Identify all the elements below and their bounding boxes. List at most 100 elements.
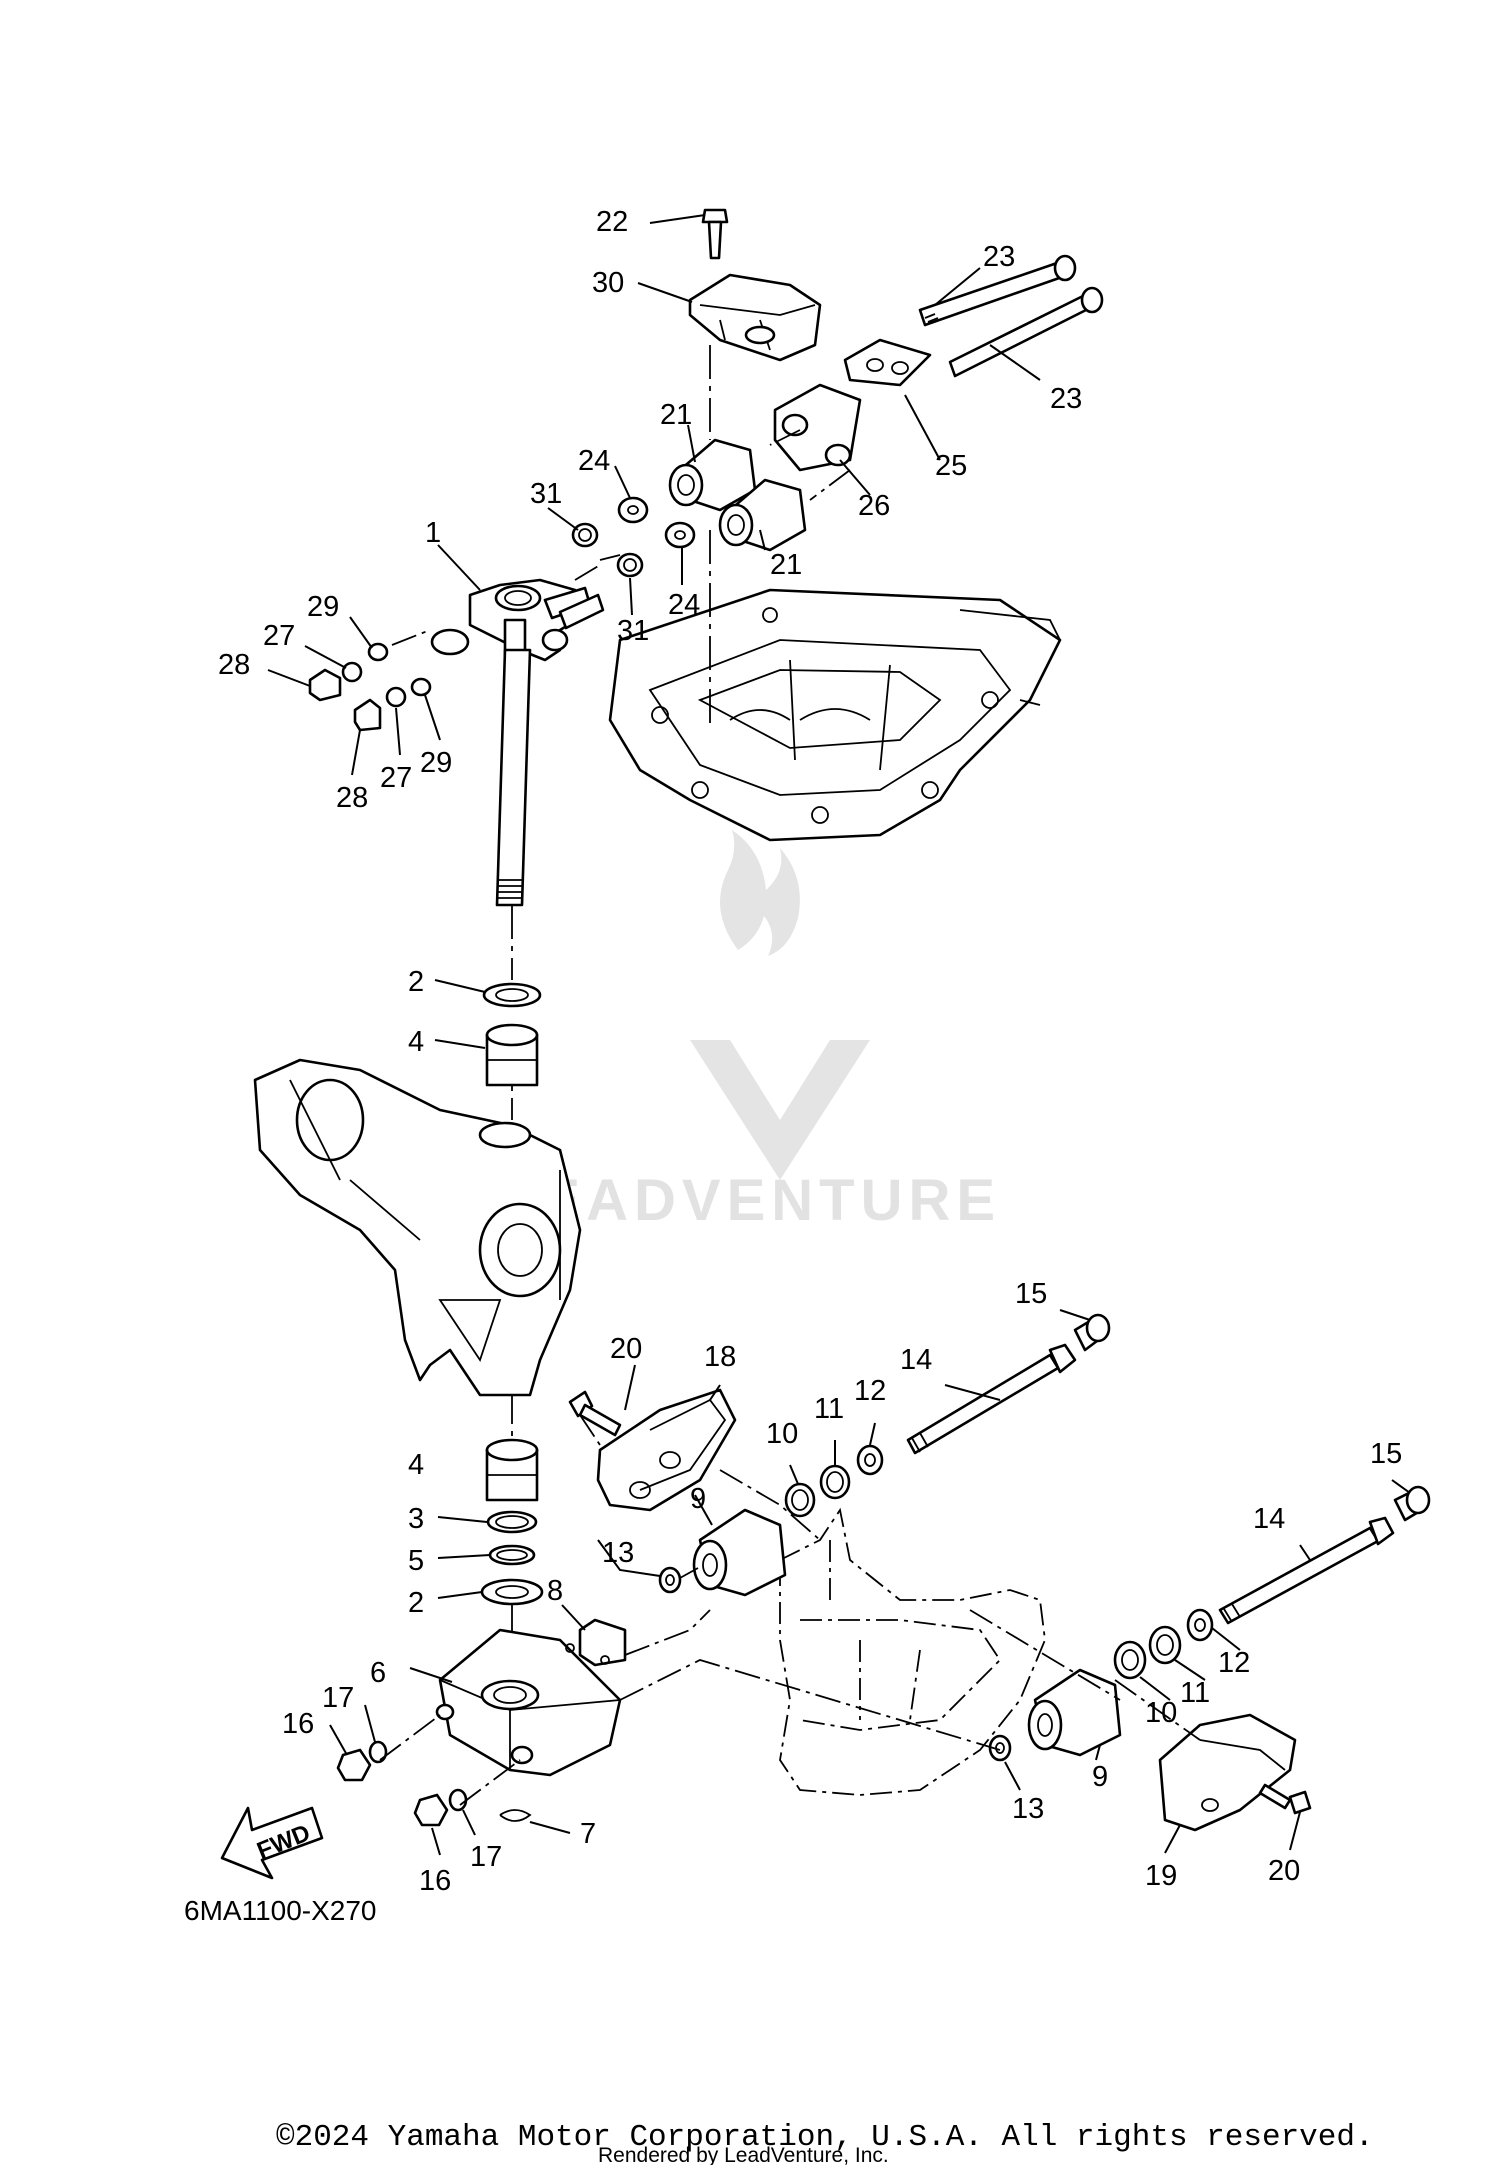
washer-24-upper — [617, 496, 649, 524]
axis-line — [719, 1469, 821, 1541]
callout-23: 23 — [983, 241, 1015, 273]
callout-30: 30 — [592, 267, 624, 299]
callout-29: 29 — [307, 591, 339, 623]
rings-10-11-12-upper — [784, 1444, 884, 1518]
nut-16-lower — [413, 1793, 449, 1827]
mount-bracket-19 — [1158, 1713, 1297, 1832]
callout-13: 13 — [602, 1537, 634, 1569]
callout-28: 28 — [218, 649, 250, 681]
callout-3: 3 — [408, 1503, 424, 1535]
axis-line — [1114, 1679, 1201, 1741]
bushing-4-lower — [485, 1438, 539, 1502]
mount-bracket-18 — [596, 1388, 737, 1512]
cap-15-lower — [1393, 1485, 1431, 1522]
callout-1: 1 — [425, 517, 441, 549]
axis-line — [679, 1567, 699, 1579]
cap-15-upper — [1073, 1313, 1111, 1352]
axis-line — [619, 1659, 1001, 1751]
bolt-23-lower — [948, 286, 1104, 378]
callout-27: 27 — [263, 620, 295, 652]
washer-2-lower — [480, 1578, 544, 1606]
callout-6: 6 — [370, 1657, 386, 1689]
mount-rubber-9-lower — [1027, 1668, 1122, 1757]
callout-20: 20 — [610, 1333, 642, 1365]
callout-19: 19 — [1145, 1860, 1177, 1892]
spacer-8 — [565, 1618, 627, 1667]
bolt-14-upper — [906, 1343, 1077, 1455]
steering-shaft — [495, 648, 532, 907]
axis-line — [969, 1609, 1121, 1701]
washer-17-lower — [448, 1788, 468, 1812]
callout-9: 9 — [690, 1483, 706, 1515]
callout-21: 21 — [770, 549, 802, 581]
washer-2-upper — [482, 982, 542, 1008]
callout-17: 17 — [470, 1841, 502, 1873]
clip-7 — [499, 1809, 532, 1822]
lower-mount-bracket-6 — [435, 1628, 622, 1777]
grease-nipple-parts — [308, 642, 432, 732]
callout-29: 29 — [420, 747, 452, 779]
callout-11: 11 — [814, 1393, 844, 1425]
bolt-20-right — [1258, 1783, 1312, 1815]
bolt-23-upper — [918, 254, 1077, 327]
callout-2: 2 — [408, 966, 424, 998]
callout-4: 4 — [408, 1026, 424, 1058]
callout-2: 2 — [408, 1587, 424, 1619]
callout-22: 22 — [596, 206, 628, 238]
callout-15: 15 — [1370, 1438, 1402, 1470]
ring-5 — [488, 1544, 536, 1566]
callout-16: 16 — [282, 1708, 314, 1740]
callout-28: 28 — [336, 782, 368, 814]
leadventure-watermark: LEADVENTURE — [500, 830, 1001, 1233]
rings-10-11-12-lower — [1113, 1608, 1214, 1680]
plate-25 — [843, 338, 932, 387]
upper-casing — [608, 588, 1062, 842]
washer-24-lower — [664, 521, 696, 549]
callout-10: 10 — [1145, 1697, 1177, 1729]
collar-31-lower — [616, 552, 644, 578]
callouts: 22 30 23 23 25 26 21 21 24 24 31 31 1 29… — [218, 206, 1402, 1897]
axis-line — [579, 1414, 601, 1446]
diagram-code: 6MA1100-X270 — [184, 1895, 377, 1926]
lower-casing — [779, 1507, 1046, 1796]
mount-rubber-9-upper — [692, 1508, 787, 1597]
axis-line — [379, 1714, 441, 1761]
axis-line — [769, 429, 801, 446]
callout-7: 7 — [580, 1818, 596, 1850]
bolt-22 — [701, 208, 729, 260]
washer-13-upper — [658, 1566, 682, 1594]
callout-4: 4 — [408, 1449, 424, 1481]
leader-lines — [267, 214, 1411, 1856]
callout-23: 23 — [1050, 383, 1082, 415]
axis-line — [809, 469, 851, 501]
callout-27: 27 — [380, 762, 412, 794]
callout-14: 14 — [1253, 1503, 1285, 1535]
callout-12: 12 — [1218, 1647, 1250, 1679]
fwd-arrow: FWD — [220, 1806, 324, 1880]
callout-26: 26 — [858, 490, 890, 522]
ring-3 — [486, 1510, 538, 1534]
axis-line — [624, 1609, 711, 1656]
callout-21: 21 — [660, 399, 692, 431]
copyright-notice: ©2024 Yamaha Motor Corporation, U.S.A. A… — [276, 2120, 1374, 2155]
callout-11: 11 — [1180, 1677, 1210, 1709]
watermark-text: LEADVENTURE — [500, 1168, 1001, 1233]
callout-24: 24 — [668, 589, 700, 621]
washer-13-lower — [988, 1734, 1012, 1762]
callout-10: 10 — [766, 1418, 798, 1450]
axis-line — [391, 629, 431, 646]
callout-14: 14 — [900, 1344, 932, 1376]
callout-31: 31 — [617, 615, 649, 647]
bushing-4-upper — [485, 1023, 539, 1087]
collar-31-upper — [571, 522, 599, 548]
washer-17-upper — [368, 1740, 388, 1764]
callout-31: 31 — [530, 478, 562, 510]
callout-24: 24 — [578, 445, 610, 477]
callout-12: 12 — [854, 1375, 886, 1407]
callout-18: 18 — [704, 1341, 736, 1373]
nut-16-upper — [336, 1748, 372, 1782]
callout-16: 16 — [419, 1865, 451, 1897]
rendered-by-notice: Rendered by LeadVenture, Inc. — [598, 2144, 889, 2165]
bolt-14-lower — [1218, 1516, 1395, 1625]
